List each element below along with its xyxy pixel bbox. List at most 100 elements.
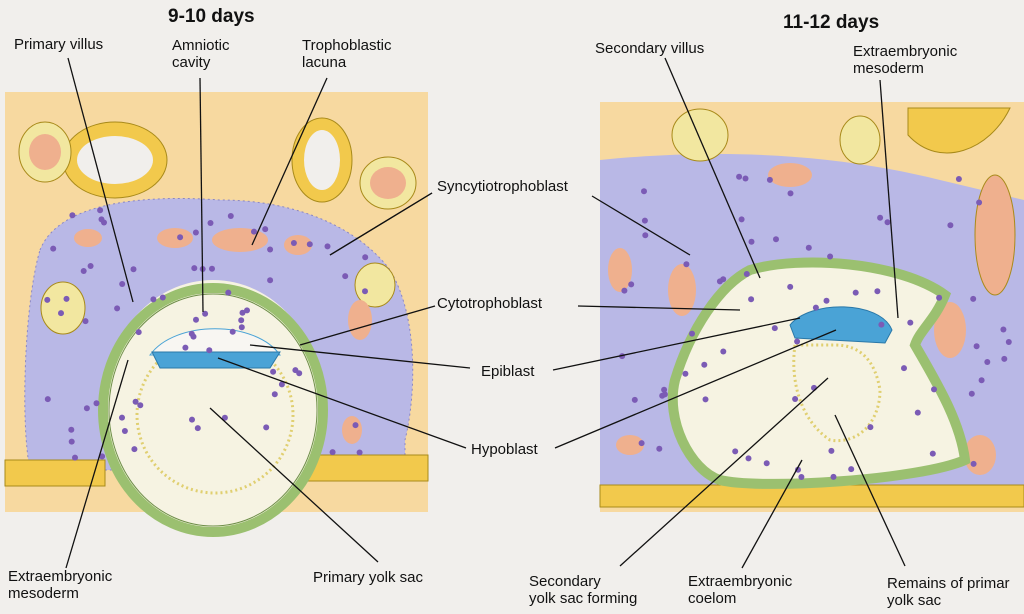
nucleus-dot — [192, 229, 199, 236]
nucleus-dot — [263, 424, 270, 431]
nucleus-dot — [207, 220, 214, 226]
nucleus-dot — [159, 294, 166, 301]
nucleus-dot — [191, 265, 198, 272]
label-amniotic-cavity: Amniotic cavity — [172, 37, 230, 71]
nucleus-dot — [973, 343, 980, 350]
nucleus-dot — [682, 370, 689, 377]
nucleus-dot — [748, 238, 755, 245]
nucleus-dot — [119, 281, 126, 287]
nucleus-dot — [641, 188, 647, 195]
nucleus-dot — [114, 305, 121, 312]
nucleus-dot — [914, 409, 921, 416]
nucleus-dot — [794, 338, 801, 345]
nucleus-dot — [701, 361, 708, 368]
nucleus-dot — [267, 277, 274, 284]
nucleus-dot — [225, 289, 232, 296]
nucleus-dot — [150, 296, 157, 303]
nucleus-dot — [827, 253, 834, 260]
label-syncytiotrophoblast: Syncytiotrophoblast — [437, 178, 568, 195]
nucleus-dot — [352, 422, 359, 429]
label-cytotrophoblast: Cytotrophoblast — [437, 295, 543, 312]
nucleus-dot — [271, 391, 278, 398]
nucleus-dot — [262, 226, 269, 233]
nucleus-dot — [239, 309, 246, 316]
nucleus-dot — [955, 176, 962, 182]
nucleus-dot — [362, 254, 369, 261]
nucleus-dot — [63, 295, 70, 302]
nucleus-dot — [936, 294, 943, 301]
nucleus-dot — [795, 466, 801, 473]
nucleus-dot — [58, 310, 64, 317]
nucleus-dot — [206, 347, 213, 354]
nucleus-dot — [823, 297, 830, 304]
nucleus-dot — [852, 289, 859, 296]
nucleus-dot — [884, 219, 891, 226]
nucleus-dot — [683, 261, 690, 268]
label-primary-yolk-sac: Primary yolk sac — [313, 569, 424, 586]
nucleus-dot — [83, 405, 90, 412]
nucleus-dot — [227, 213, 234, 219]
nucleus-dot — [267, 246, 274, 253]
nucleus-dot — [238, 324, 245, 331]
nucleus-dot — [278, 381, 285, 388]
nucleus-dot — [628, 281, 635, 288]
nucleus-dot — [978, 377, 985, 384]
nucleus-dot — [766, 176, 773, 183]
nucleus-dot — [98, 216, 105, 223]
label-epiblast: Epiblast — [481, 363, 535, 380]
nucleus-dot — [976, 199, 983, 206]
nucleus-dot — [929, 450, 936, 457]
right-blastocyst — [667, 257, 971, 489]
nucleus-dot — [867, 424, 874, 431]
nucleus-dot — [970, 460, 977, 467]
nucleus-dot — [202, 310, 209, 317]
label-trophoblastic-lacuna: Trophoblastic lacuna — [302, 37, 392, 71]
nucleus-dot — [306, 241, 313, 248]
nucleus-dot — [221, 414, 228, 421]
leader-lines — [65, 57, 906, 569]
nucleus-dot — [68, 426, 75, 433]
nucleus-dot — [848, 466, 855, 473]
label-extraembryonic-mesoderm-right: Extraembryonic mesoderm — [853, 43, 958, 77]
nucleus-dot — [743, 271, 750, 277]
nucleus-dot — [1005, 339, 1012, 345]
nucleus-dot — [805, 244, 812, 251]
nucleus-dot — [229, 328, 236, 335]
nucleus-dot — [901, 365, 907, 372]
nucleus-dot — [689, 330, 695, 337]
left-stage-title: 9-10 days — [168, 6, 255, 27]
nucleus-dot — [68, 438, 75, 445]
right-decidual-glands — [671, 107, 1016, 296]
nucleus-dot — [732, 448, 739, 455]
nucleus-dot — [131, 446, 138, 453]
nucleus-dot — [787, 283, 794, 290]
nucleus-dot — [812, 304, 819, 311]
nucleus-dot — [656, 445, 663, 452]
nucleus-dot — [251, 228, 257, 235]
nucleus-dot — [290, 240, 297, 246]
nucleus-dot — [82, 318, 89, 325]
nucleus-dot — [642, 232, 649, 239]
label-hypoblast: Hypoblast — [471, 441, 538, 458]
nucleus-dot — [742, 175, 749, 182]
nucleus-dot — [182, 344, 189, 351]
nucleus-dot — [135, 329, 142, 336]
nucleus-dot — [121, 428, 128, 434]
nucleus-dot — [878, 321, 885, 328]
nucleus-dot — [970, 295, 977, 302]
label-primary-villus: Primary villus — [14, 36, 104, 53]
label-extraembryonic-coelom: Extraembryonic coelom — [688, 573, 793, 607]
nucleus-dot — [87, 263, 94, 269]
right-stage-title: 11-12 days — [783, 12, 880, 33]
nucleus-dot — [342, 273, 349, 280]
nucleus-dot — [189, 416, 195, 423]
left-blastocyst — [98, 280, 328, 537]
nucleus-dot — [292, 367, 299, 374]
nucleus-dot — [968, 390, 975, 397]
nucleus-dot — [119, 414, 125, 421]
nucleus-dot — [193, 316, 199, 323]
left-decidual-glands — [18, 117, 417, 335]
nucleus-dot — [763, 460, 770, 467]
